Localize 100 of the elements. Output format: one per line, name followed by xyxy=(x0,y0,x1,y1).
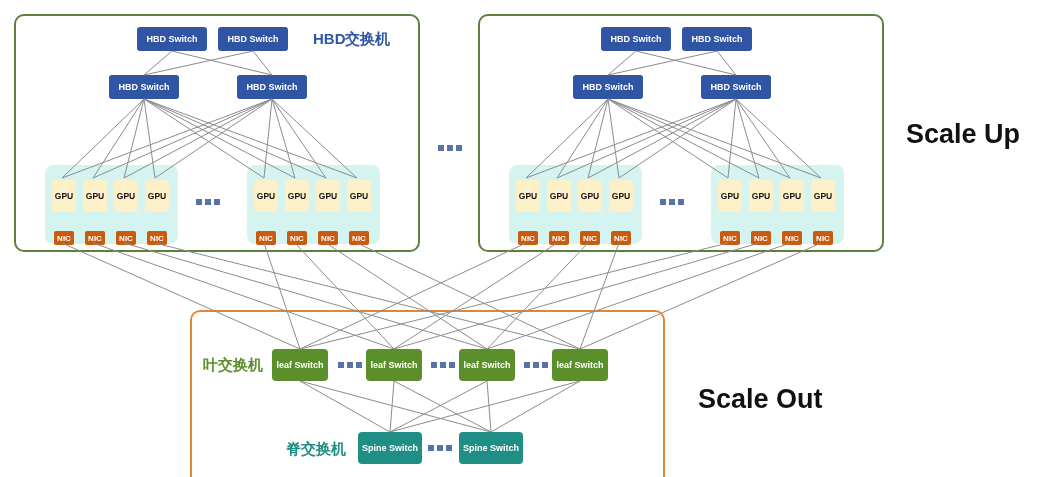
connector-line xyxy=(325,242,488,350)
connector-line xyxy=(727,98,737,179)
nic-box: NIC xyxy=(751,231,771,245)
connector-line xyxy=(389,380,581,433)
switch-box: HBD Switch xyxy=(137,27,207,51)
connector-line xyxy=(607,50,718,76)
gpu-box: GPU xyxy=(609,180,633,212)
nic-box: NIC xyxy=(116,231,136,245)
connector-line xyxy=(490,380,581,433)
connector-line xyxy=(143,98,296,179)
nic-box: NIC xyxy=(611,231,631,245)
gpu-group-panel xyxy=(509,165,642,244)
nic-box: NIC xyxy=(318,231,338,245)
switch-box: HBD Switch xyxy=(109,75,179,99)
switch-box: HBD Switch xyxy=(237,75,307,99)
connector-line xyxy=(92,242,395,350)
nic-box: NIC xyxy=(720,231,740,245)
connector-line xyxy=(92,98,145,179)
switch-box: HBD Switch xyxy=(601,27,671,51)
connector-line xyxy=(579,242,620,350)
switch-box: leaf Switch xyxy=(272,349,328,381)
switch-box: leaf Switch xyxy=(366,349,422,381)
connector-line xyxy=(356,242,581,350)
switch-box: Spine Switch xyxy=(358,432,422,464)
connector-line xyxy=(393,242,558,350)
nic-box: NIC xyxy=(147,231,167,245)
gpu-group-panel xyxy=(247,165,380,244)
connector-line xyxy=(486,380,492,433)
connector-line xyxy=(263,98,273,179)
gpu-group-panel xyxy=(711,165,844,244)
connector-line xyxy=(607,98,620,179)
connector-line xyxy=(271,98,327,179)
gpu-box: GPU xyxy=(547,180,571,212)
cluster-panel xyxy=(14,14,420,252)
gpu-box: GPU xyxy=(145,180,169,212)
gpu-box: GPU xyxy=(254,180,278,212)
gpu-box: GPU xyxy=(516,180,540,212)
connector-line xyxy=(294,242,395,350)
gpu-box: GPU xyxy=(811,180,835,212)
gpu-box: GPU xyxy=(83,180,107,212)
section-label: HBD交换机 xyxy=(313,31,391,46)
nic-box: NIC xyxy=(349,231,369,245)
nic-box: NIC xyxy=(580,231,600,245)
nic-box: NIC xyxy=(287,231,307,245)
section-label: Scale Up xyxy=(906,121,1021,148)
connector-line xyxy=(525,98,609,179)
switch-box: leaf Switch xyxy=(459,349,515,381)
connector-line xyxy=(154,242,581,350)
connector-line xyxy=(123,242,488,350)
connector-line xyxy=(735,98,760,179)
gpu-box: GPU xyxy=(114,180,138,212)
connector-line xyxy=(716,50,737,76)
connector-line xyxy=(607,98,760,179)
nic-box: NIC xyxy=(54,231,74,245)
nic-box: NIC xyxy=(256,231,276,245)
nic-box: NIC xyxy=(782,231,802,245)
connector-line xyxy=(299,242,527,350)
connector-line xyxy=(252,50,273,76)
connector-line xyxy=(389,380,395,433)
connector-line xyxy=(635,50,737,76)
connector-line xyxy=(486,242,589,350)
gpu-box: GPU xyxy=(285,180,309,212)
connector-line xyxy=(393,242,760,350)
connector-line xyxy=(607,50,637,76)
switch-box: HBD Switch xyxy=(682,27,752,51)
switch-box: HBD Switch xyxy=(701,75,771,99)
nic-box: NIC xyxy=(813,231,833,245)
gpu-box: GPU xyxy=(347,180,371,212)
gpu-box: GPU xyxy=(749,180,773,212)
switch-box: HBD Switch xyxy=(573,75,643,99)
cluster-panel xyxy=(478,14,884,252)
gpu-box: GPU xyxy=(578,180,602,212)
section-label: Scale Out xyxy=(698,386,823,413)
connector-line xyxy=(171,50,273,76)
gpu-box: GPU xyxy=(780,180,804,212)
network-panel xyxy=(190,310,665,477)
connector-line xyxy=(143,50,173,76)
connector-line xyxy=(299,380,492,433)
connector-line xyxy=(735,98,822,179)
connector-line xyxy=(61,242,301,350)
nic-box: NIC xyxy=(518,231,538,245)
connector-line xyxy=(271,98,296,179)
connector-line xyxy=(61,98,145,179)
connector-line xyxy=(556,98,609,179)
switch-box: leaf Switch xyxy=(552,349,608,381)
connector-line xyxy=(143,98,156,179)
connector-line xyxy=(271,98,358,179)
connector-line xyxy=(299,242,729,350)
gpu-group-panel xyxy=(45,165,178,244)
nic-box: NIC xyxy=(85,231,105,245)
nic-box: NIC xyxy=(549,231,569,245)
switch-box: Spine Switch xyxy=(459,432,523,464)
connector-line xyxy=(587,98,609,179)
gpu-box: GPU xyxy=(316,180,340,212)
connector-line xyxy=(486,242,791,350)
connector-line xyxy=(263,242,301,350)
gpu-box: GPU xyxy=(52,180,76,212)
connector-line xyxy=(299,380,391,433)
switch-box: HBD Switch xyxy=(218,27,288,51)
connector-line xyxy=(579,242,822,350)
